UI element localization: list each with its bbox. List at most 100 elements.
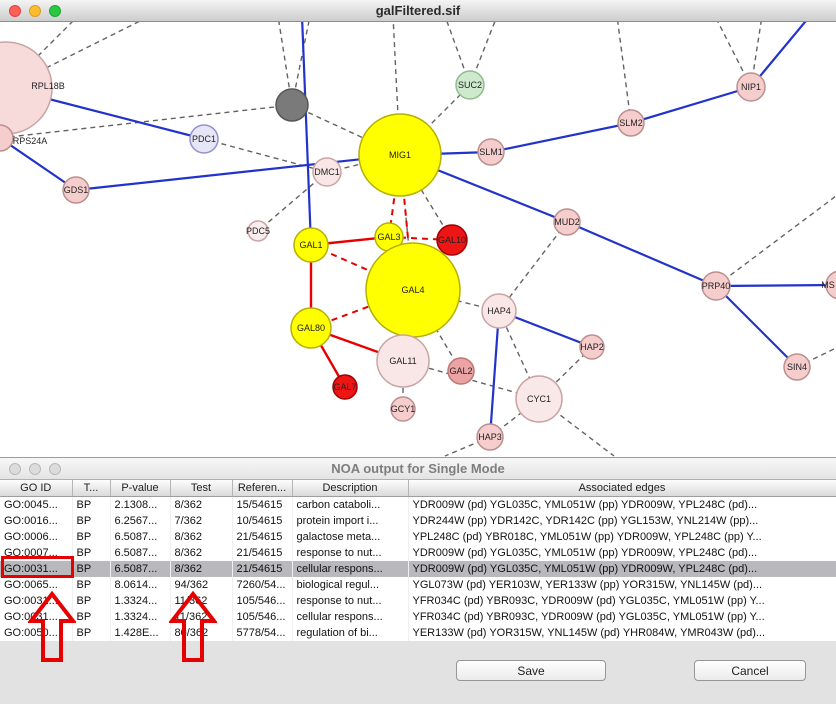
graph-node-GAL80[interactable] xyxy=(290,307,332,349)
graph-edge-PRP40-X12 xyxy=(715,195,836,287)
table-cell: biological regul... xyxy=(292,576,409,593)
graph-node-label-SLM1: SLM1 xyxy=(479,147,503,157)
table-cell: galactose meta... xyxy=(292,528,409,545)
graph-node-SIN4[interactable] xyxy=(783,353,811,381)
save-button[interactable]: Save xyxy=(456,660,606,681)
table-cell: YFR034C (pd) YBR093C, YDR009W (pd) YGL03… xyxy=(408,608,836,625)
graph-node-PRP40[interactable] xyxy=(701,271,731,301)
graph-node-SLM1[interactable] xyxy=(477,138,505,166)
cancel-button[interactable]: Cancel xyxy=(694,660,806,681)
graph-node-CYC1[interactable] xyxy=(515,375,563,423)
table-cell: BP xyxy=(72,496,111,513)
table-cell: 94/362 xyxy=(170,576,233,593)
graph-node-GAL10[interactable] xyxy=(436,224,468,256)
table-cell: response to nut... xyxy=(292,592,409,609)
table-cell: cellular respons... xyxy=(292,608,409,625)
table-cell: 7/362 xyxy=(170,512,233,529)
traffic-lights xyxy=(9,5,61,17)
graph-node-RPS24A[interactable] xyxy=(0,124,14,152)
zoom-button[interactable] xyxy=(49,5,61,17)
graph-node-DMC1[interactable] xyxy=(312,157,342,187)
table-cell: 105/546... xyxy=(232,592,293,609)
graph-node-GAL1[interactable] xyxy=(293,227,329,263)
table-cell: GO:0031... xyxy=(0,592,73,609)
table-cell: YER133W (pd) YOR315W, YNL145W (pd) YHR08… xyxy=(408,624,836,641)
table-cell: YDR009W (pd) YGL035C, YML051W (pp) YDR00… xyxy=(408,496,836,513)
graph-node-HAP2[interactable] xyxy=(579,334,605,360)
noa-window-titlebar: NOA output for Single Mode xyxy=(0,458,836,480)
table-cell: 21/54615 xyxy=(232,560,293,577)
graph-node-PDC1[interactable] xyxy=(189,124,219,154)
column-header-description[interactable]: Description xyxy=(292,480,409,497)
table-cell: 1.428E... xyxy=(110,624,171,641)
zoom-button[interactable] xyxy=(49,463,61,475)
column-header-go-id[interactable]: GO ID xyxy=(0,480,73,497)
graph-edge-NIP1-X8 xyxy=(750,22,807,88)
graph-edge-GRAY1-RPS24A xyxy=(0,104,293,139)
graph-node-label-SIN4: SIN4 xyxy=(787,362,807,372)
graph-node-GAL11[interactable] xyxy=(376,334,430,388)
table-cell: YGL073W (pd) YER103W, YER133W (pp) YOR31… xyxy=(408,576,836,593)
table-cell: 7260/54... xyxy=(232,576,293,593)
column-header-referen[interactable]: Referen... xyxy=(232,480,293,497)
graph-node-HAP4[interactable] xyxy=(481,293,517,329)
graph-node-label-SUC2: SUC2 xyxy=(458,80,482,90)
graph-node-PDC5[interactable] xyxy=(247,220,269,242)
graph-edge-MUD2-HAP4 xyxy=(498,221,568,312)
graph-node-MSN[interactable] xyxy=(825,270,836,300)
graph-edge-MIG1-SUC2 xyxy=(399,84,471,156)
graph-node-label-GCY1: GCY1 xyxy=(391,404,416,414)
graph-node-label-PDC1: PDC1 xyxy=(192,134,216,144)
graph-node-SUC2[interactable] xyxy=(455,70,485,100)
table-cell: 11/362 xyxy=(170,608,233,625)
graph-node-MUD2[interactable] xyxy=(553,208,581,236)
table-cell: 21/54615 xyxy=(232,528,293,545)
graph-edge-GDS1-MIG1 xyxy=(75,153,401,192)
close-button[interactable] xyxy=(9,463,21,475)
graph-edge-GRAY1-X1 xyxy=(278,22,293,106)
table-cell: 2.1308... xyxy=(110,496,171,513)
minimize-button[interactable] xyxy=(29,5,41,17)
column-header-associated-edges[interactable]: Associated edges xyxy=(408,480,836,497)
graph-node-label-HAP3: HAP3 xyxy=(478,432,502,442)
table-cell: GO:0065... xyxy=(0,576,73,593)
graph-node-label-PDC5: PDC5 xyxy=(246,226,270,236)
graph-node-label-GAL4: GAL4 xyxy=(401,285,424,295)
graph-node-GCY1[interactable] xyxy=(390,396,416,422)
graph-node-GRAY1[interactable] xyxy=(275,88,309,122)
minimize-button[interactable] xyxy=(29,463,41,475)
graph-node-label-GAL10: GAL10 xyxy=(438,235,466,245)
graph-node-GAL7[interactable] xyxy=(332,374,358,400)
graph-node-SLM2[interactable] xyxy=(617,109,645,137)
graph-node-GAL2[interactable] xyxy=(447,357,475,385)
table-cell: 80/362 xyxy=(170,624,233,641)
graph-node-GDS1[interactable] xyxy=(62,176,90,204)
close-button[interactable] xyxy=(9,5,21,17)
column-header-p-value[interactable]: P-value xyxy=(110,480,171,497)
table-cell: BP xyxy=(72,576,111,593)
graph-node-label-DMC1: DMC1 xyxy=(314,167,340,177)
graph-node-NIP1[interactable] xyxy=(736,72,766,102)
graph-node-HAP3[interactable] xyxy=(476,423,504,451)
column-header-t[interactable]: T... xyxy=(72,480,111,497)
graph-node-label-MSN: MS xyxy=(821,280,835,290)
graph-node-MIG1[interactable] xyxy=(358,113,442,197)
table-cell: GO:0045... xyxy=(0,496,73,513)
table-cell: 8/362 xyxy=(170,560,233,577)
column-header-test[interactable]: Test xyxy=(170,480,233,497)
